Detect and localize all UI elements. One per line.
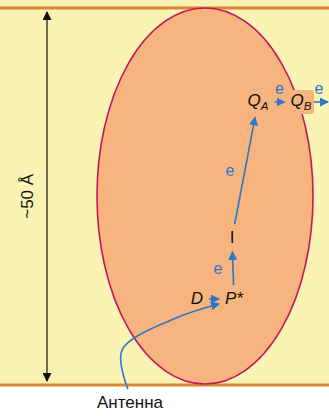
electron-label: e (225, 162, 234, 180)
electron-exit-arrow (313, 101, 328, 103)
molecule-node: I (227, 227, 238, 249)
node-text: D (191, 289, 203, 309)
electron-arrow (232, 252, 233, 285)
dimension-arrow (46, 12, 47, 381)
molecule-node: Антенна (94, 392, 166, 414)
dimension-label: ~50 Å (19, 173, 38, 218)
electron-arrow (235, 117, 255, 224)
node-text: Антенна (97, 393, 163, 413)
node-text: I (230, 228, 235, 248)
membrane-edge (0, 384, 329, 387)
electron-label: e (315, 80, 324, 98)
electron-arrow (209, 298, 219, 300)
electron-arrow (121, 304, 219, 389)
electron-label: e (214, 260, 223, 278)
molecule-node: QB (288, 90, 315, 115)
membrane-band (0, 0, 329, 386)
molecule-node: D (188, 288, 206, 310)
node-text: QA (248, 91, 269, 114)
molecule-node: QA (245, 90, 272, 115)
node-text: QB (291, 91, 312, 114)
electron-label: e (275, 80, 284, 98)
electron-arrow (274, 101, 284, 103)
reaction-center (97, 8, 313, 384)
node-text: P* (225, 289, 243, 309)
membrane-edge (0, 7, 329, 10)
molecule-node: P* (222, 288, 246, 310)
